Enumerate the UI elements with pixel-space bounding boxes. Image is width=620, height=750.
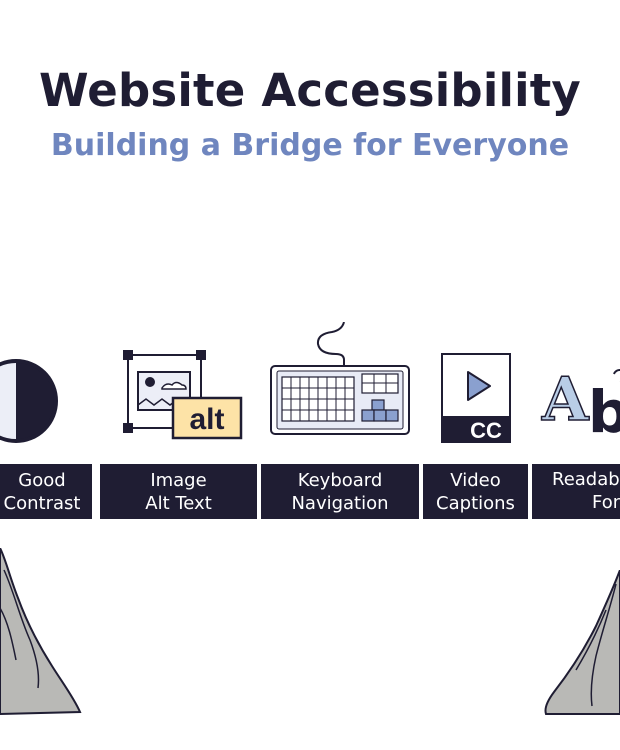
- plank-label-line1: Image: [150, 469, 207, 491]
- plank-label-line2: Captions: [436, 492, 515, 514]
- plank-label-line1: Readable: [552, 469, 620, 490]
- video-captions-icon: CC: [441, 353, 511, 443]
- plank-readable-fonts: Readable Fonts: [532, 464, 620, 519]
- plank-label-line2: Fonts: [592, 492, 620, 513]
- page-title: Website Accessibility: [39, 64, 581, 117]
- cc-badge-label: CC: [470, 418, 502, 443]
- svg-text:b: b: [588, 378, 620, 438]
- plank-image-alt-text: Image Alt Text: [100, 464, 257, 519]
- keyboard-icon: [270, 322, 410, 435]
- page-subtitle: Building a Bridge for Everyone: [50, 128, 570, 163]
- plank-label-line1: Video: [450, 469, 501, 491]
- contrast-icon: [0, 359, 58, 443]
- plank-label-line2: Alt Text: [145, 492, 212, 514]
- plank-label-line1: Keyboard: [297, 469, 383, 491]
- plank-video-captions: Video Captions: [423, 464, 528, 519]
- plank-keyboard-navigation: Keyboard Navigation: [261, 464, 419, 519]
- image-alt-text-icon: alt: [123, 350, 243, 440]
- right-mountain: [544, 570, 620, 715]
- svg-text:A: A: [541, 365, 590, 435]
- left-mountain: [0, 548, 82, 716]
- alt-badge-label: alt: [189, 403, 224, 436]
- plank-label-line2: Contrast: [3, 492, 81, 514]
- plank-good-contrast: Good Contrast: [0, 464, 92, 519]
- plank-label-line2: Navigation: [291, 492, 389, 514]
- readable-fonts-icon: A b: [540, 364, 620, 438]
- plank-label-line1: Good: [18, 469, 66, 491]
